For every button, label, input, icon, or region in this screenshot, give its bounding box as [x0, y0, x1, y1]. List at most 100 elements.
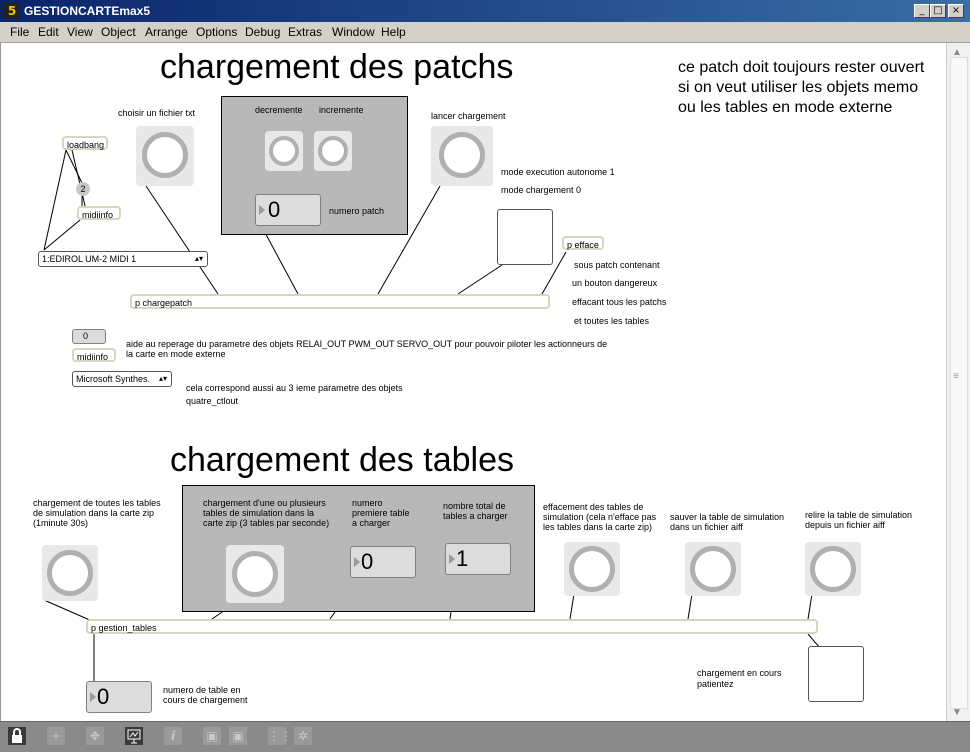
menu-bar: File Edit View Object Arrange Options De…	[0, 22, 970, 43]
scroll-up-icon[interactable]: ▲	[952, 47, 962, 58]
first-table-line-2: premiere table	[352, 508, 410, 518]
midi-device-menu[interactable]: 1:EDIROL UM-2 MIDI 1 ▴▾	[38, 251, 208, 267]
loading-line-1: chargement en cours	[697, 668, 782, 678]
keep-open-comment: ce patch doit toujours rester ouvert si …	[678, 59, 925, 116]
current-table-line-2: cours de chargement	[163, 695, 248, 705]
first-table-line-3: a charger	[352, 518, 391, 528]
save-line-2: dans un fichier aiff	[670, 522, 743, 532]
mode-load-label: mode chargement 0	[501, 185, 582, 195]
efface-object[interactable]: p efface	[562, 236, 604, 250]
menu-object[interactable]: Object	[101, 25, 136, 39]
first-table-value: 0	[361, 549, 374, 574]
correspond-line-2: quatre_ctlout	[186, 396, 239, 406]
title-bar: 5 GESTIONCARTEmax5 _ □ ×	[0, 0, 970, 22]
chargepatch-object[interactable]: p chargepatch	[130, 294, 550, 309]
close-button[interactable]: ×	[948, 4, 964, 18]
aide-line-2: la carte en mode externe	[126, 349, 226, 359]
message-2[interactable]: 2	[76, 182, 90, 196]
erase-line-2: simulation (cela n'efface pas	[543, 512, 657, 522]
gear-icon[interactable]: ✲	[294, 727, 312, 745]
efface-desc-1: sous patch contenant	[574, 260, 660, 270]
chargepatch-label: p chargepatch	[135, 298, 193, 308]
patches-heading: chargement des patchs	[160, 48, 514, 86]
mode-auto-label: mode execution autonome 1	[501, 167, 615, 177]
gestion-tables-label: p gestion_tables	[91, 623, 157, 633]
efface-desc-2: un bouton dangereux	[572, 278, 658, 288]
correspond-line-1: cela correspond aussi au 3 ieme parametr…	[186, 383, 403, 393]
reload-table-button[interactable]	[805, 542, 861, 596]
app-icon: 5	[4, 3, 20, 19]
gestion-tables-object[interactable]: p gestion_tables	[86, 619, 818, 634]
maximize-button[interactable]: □	[930, 4, 946, 18]
plus-icon[interactable]: +	[47, 727, 65, 745]
decrement-button[interactable]	[265, 131, 303, 171]
some-tables-line-2: tables de simulation dans la	[203, 508, 315, 518]
lock-icon[interactable]	[8, 727, 26, 745]
current-table-number-box[interactable]: 0	[86, 681, 152, 713]
save-table-button[interactable]	[685, 542, 741, 596]
some-tables-line-1: chargement d'une ou plusieurs	[203, 498, 326, 508]
menu-extras[interactable]: Extras	[288, 25, 323, 39]
mode-toggle[interactable]	[497, 209, 553, 265]
menu-debug[interactable]: Debug	[245, 25, 281, 39]
loadbang-label: loadbang	[67, 140, 105, 150]
load-some-tables-button[interactable]	[226, 545, 284, 603]
choose-file-label: choisir un fichier txt	[118, 108, 196, 118]
loading-indicator	[808, 646, 864, 702]
erase-line-3: les tables dans la carte zip)	[543, 522, 653, 532]
all-tables-line-1: chargement de toutes les tables	[33, 498, 161, 508]
menu-view[interactable]: View	[67, 25, 93, 39]
menu-window[interactable]: Window	[332, 25, 375, 39]
midiinfo-label-2: midiinfo	[77, 352, 109, 362]
scroll-down-icon[interactable]: ▼	[952, 707, 962, 718]
vertical-scrollbar[interactable]: ▲ ≡ ▼	[946, 43, 970, 721]
menu-file[interactable]: File	[10, 25, 30, 39]
midi-device-label: 1:EDIROL UM-2 MIDI 1	[42, 254, 137, 264]
all-tables-line-3: (1minute 30s)	[33, 518, 89, 528]
midiinfo-label: midiinfo	[82, 210, 114, 220]
midi-number-box[interactable]: 0	[72, 329, 106, 344]
layers-icon[interactable]: ▣	[203, 727, 221, 745]
loading-line-2: patientez	[697, 679, 734, 689]
loadbang-object[interactable]: loadbang	[62, 136, 108, 150]
patch-cords	[43, 149, 821, 685]
decrement-label: decremente	[255, 105, 303, 115]
patcher-toolbar: + ✥ i ▣ ▣ ⋮⋮ ✲	[0, 721, 970, 752]
patch-number-label: numero patch	[329, 206, 385, 216]
minimize-button[interactable]: _	[914, 4, 930, 18]
synth-device-label: Microsoft Synthes.	[76, 374, 151, 384]
midi-number-value: 0	[83, 331, 89, 341]
patch-number-value: 0	[268, 197, 281, 222]
menu-edit[interactable]: Edit	[38, 25, 59, 39]
efface-label: p efface	[567, 240, 599, 250]
total-tables-line-2: tables a charger	[443, 511, 508, 521]
increment-button[interactable]	[314, 131, 352, 171]
midiinfo-object[interactable]: midiinfo	[77, 206, 121, 220]
menu-help[interactable]: Help	[381, 25, 406, 39]
menu-arrows-icon: ▴▾	[194, 254, 203, 263]
menu-arrows-icon: ▴▾	[158, 374, 167, 383]
save-line-1: sauver la table de simulation	[670, 512, 785, 522]
choose-file-button[interactable]	[136, 126, 194, 186]
synth-device-menu[interactable]: Microsoft Synthes. ▴▾	[72, 371, 172, 387]
info-icon[interactable]: i	[164, 727, 182, 745]
first-table-number-box[interactable]: 0	[350, 546, 416, 578]
menu-options[interactable]: Options	[196, 25, 238, 39]
scroll-thumb[interactable]	[950, 57, 968, 709]
presentation-icon[interactable]	[125, 727, 143, 745]
total-tables-number-box[interactable]: 1	[445, 543, 511, 575]
load-all-tables-button[interactable]	[42, 545, 98, 601]
total-tables-value: 1	[456, 546, 469, 571]
current-table-value: 0	[97, 684, 110, 709]
some-tables-line-3: carte zip (3 tables par seconde)	[203, 518, 330, 528]
midiinfo-object-2[interactable]: midiinfo	[72, 348, 116, 362]
grid-icon[interactable]: ⋮⋮	[268, 727, 292, 745]
menu-arrange[interactable]: Arrange	[145, 25, 188, 39]
launch-button[interactable]	[431, 126, 493, 186]
move-icon[interactable]: ✥	[86, 727, 104, 745]
reload-line-2: depuis un fichier aiff	[805, 520, 885, 530]
layers2-icon[interactable]: ▣	[229, 727, 247, 745]
all-tables-line-2: de simulation dans la carte zip	[33, 508, 155, 518]
patch-number-box[interactable]: 0	[255, 194, 321, 226]
erase-tables-button[interactable]	[564, 542, 620, 596]
